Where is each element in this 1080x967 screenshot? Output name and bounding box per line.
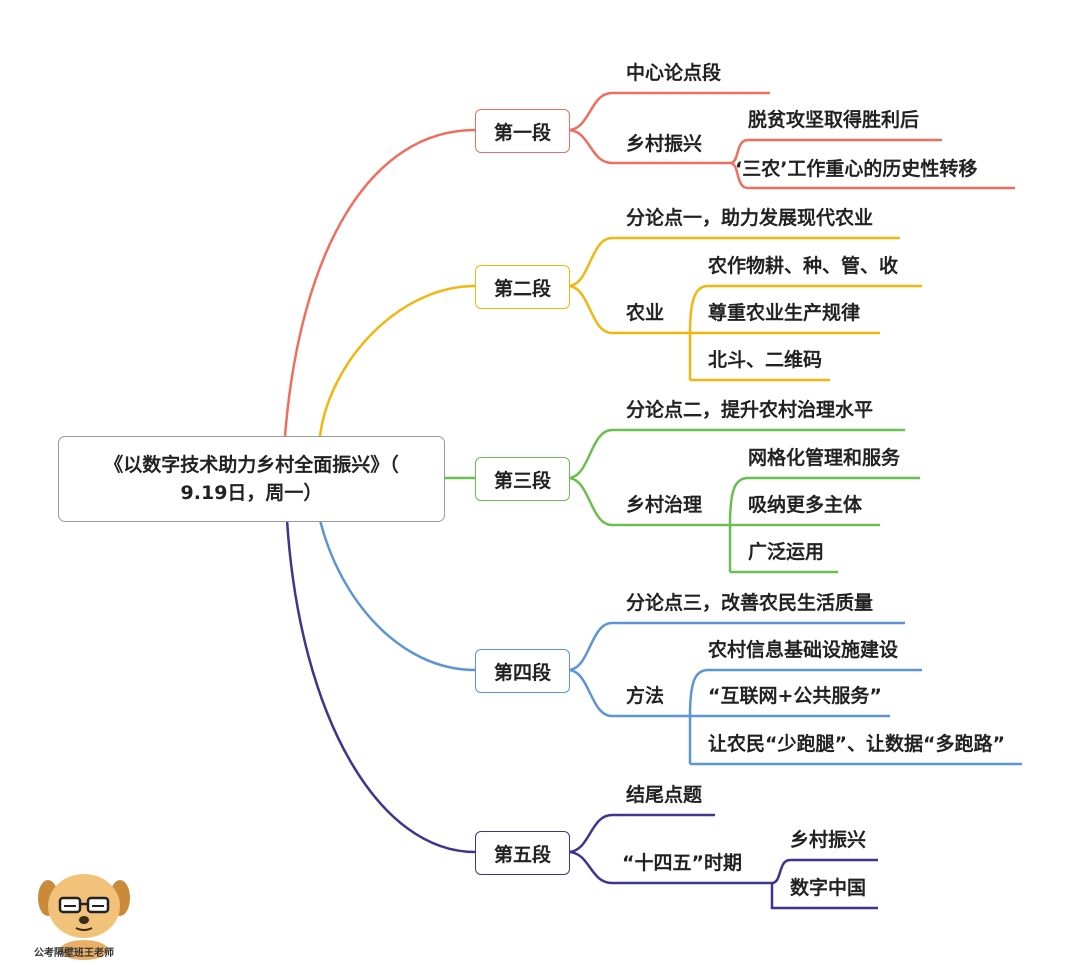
branch-5-sub-2: “十四五”时期 [622,852,742,874]
root-topic: 《以数字技术助力乡村全面振兴》（ 9.19日，周一） [58,436,445,522]
branch-5-sub-1-connector [567,813,715,854]
branch-4-sub-2-connector [567,668,690,718]
branch-3-leaf-2: 吸纳更多主体 [748,494,863,516]
branch-1-label: 第一段 [493,121,551,144]
branch-3-label: 第三段 [493,469,551,492]
branch-2-sub-2-connector [567,284,690,335]
root-to-branch-5-connector [285,519,476,854]
branch-3-sub-1-connector [567,428,905,480]
branch-3-leaf-1: 网格化管理和服务 [748,447,901,469]
branch-4-topic: 第四段 [475,649,570,693]
branch-1-leaf-2: ‘三农’工作重心的历史性转移 [735,158,978,180]
branch-5-leaf-2-connector [770,883,878,910]
branch-4-sub-1: 分论点三，改善农民生活质量 [626,592,874,614]
branch-1-topic: 第一段 [475,109,570,153]
branch-5-leaf-1-connector [771,858,878,885]
branch-5-leaf-2: 数字中国 [790,877,867,899]
branch-3-leaf-1-connector [728,476,920,526]
root-to-branch-4-connector [318,519,476,672]
branch-4-label: 第四段 [493,661,551,684]
branch-3-leaf-3: 广泛运用 [748,541,825,563]
branch-4-leaf-1-connector [688,668,922,717]
branch-2-topic: 第二段 [475,265,570,309]
branch-4-leaf-1: 农村信息基础设施建设 [708,639,899,661]
branch-1-leaf-1: 脱贫攻坚取得胜利后 [748,109,920,131]
branch-1-sub-2-connector [567,128,730,165]
branch-5-topic: 第五段 [475,831,570,875]
branch-1-sub-1: 中心论点段 [626,62,722,84]
branch-4-sub-2: 方法 [626,685,665,707]
branch-4-sub-1-connector [567,621,905,672]
branch-4-leaf-3: 让农民“少跑腿”、让数据“多跑路” [708,733,1005,755]
root-title-line-2: 9.19日，周一） [180,482,323,504]
root-title-line-1: 《以数字技术助力乡村全面振兴》（ [104,454,399,476]
branch-1-sub-1-connector [567,91,770,132]
branch-2-leaf-1-connector [688,284,922,334]
branch-2-leaf-2: 尊重农业生产规律 [708,302,861,324]
branch-2-label: 第二段 [493,277,551,300]
branch-1-leaf-1-connector [729,138,942,165]
branch-5-label: 第五段 [493,843,551,866]
branch-2-leaf-3: 北斗、二维码 [708,349,823,371]
watermark-text: 公考隔壁班王老师 [34,948,114,959]
root-to-branch-2-connector [318,284,476,437]
branch-2-sub-1-connector [567,236,900,288]
branch-5-leaf-1: 乡村振兴 [790,829,867,851]
branch-2-sub-2: 农业 [626,302,665,324]
branch-3-topic: 第三段 [475,457,570,501]
branch-3-sub-2-connector [567,476,730,527]
branch-1-sub-2: 乡村振兴 [626,133,703,155]
branch-1-leaf-2-connector [729,161,1015,190]
branch-3-sub-2: 乡村治理 [626,494,703,516]
dog-mascot-icon [38,874,130,960]
root-to-branch-1-connector [283,128,476,437]
branch-2-sub-1: 分论点一，助力发展现代农业 [626,207,874,229]
branch-3-sub-1: 分论点二，提升农村治理水平 [626,399,874,421]
branch-2-leaf-1: 农作物耕、种、管、收 [708,255,899,277]
branch-4-leaf-2: “互联网+公共服务” [708,685,882,707]
branch-5-sub-1: 结尾点题 [626,784,703,806]
branch-5-sub-2-connector [567,850,772,885]
